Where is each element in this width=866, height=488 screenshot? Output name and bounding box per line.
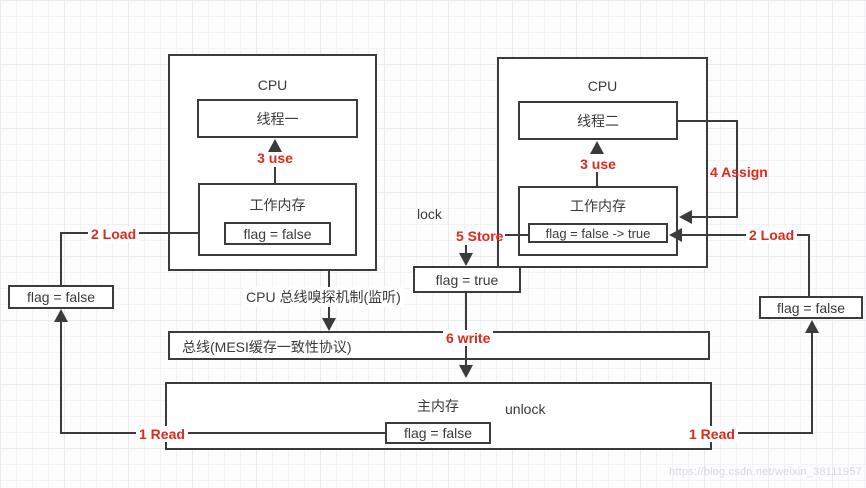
sniff-label: CPU 总线嗅探机制(监听) [243,287,404,307]
store-connector-line [465,245,467,254]
lock-label: lock [417,206,442,222]
write-arrow-icon [459,365,473,378]
cpu1-title: CPU [257,77,288,93]
sniff-arrow-icon [322,318,336,331]
wm1-box [198,183,357,256]
write-label: 6 write [443,330,494,346]
use2-arrow-icon [590,141,604,154]
assign-connector-line [692,216,738,218]
load-right-arrow-icon [669,228,682,242]
use2-connector-line [596,172,598,186]
use1-arrow-icon [268,139,282,152]
read-left-label: 1 Read [136,426,188,442]
assign-arrow-icon [679,210,692,224]
bus-title: 总线(MESI缓存一致性协议) [182,339,352,355]
use1-connector-line [274,167,276,183]
wm2-title: 工作内存 [570,198,626,214]
write-connector-line [465,292,467,365]
use1-label: 3 use [257,150,293,166]
flag-true-box: flag = true [413,266,521,293]
store-label: 5 Store [456,228,504,244]
store-connector-line [505,234,528,236]
left-staging-flag-box: flag = false [8,285,114,309]
read-left-arrow-icon [54,309,68,322]
cpu2-title: CPU [587,78,618,94]
wm1-title: 工作内存 [249,197,306,213]
use2-label: 3 use [580,156,616,172]
read-right-label: 1 Read [686,426,738,442]
read-left-connector-line [60,321,62,434]
main-memory-title: 主内存 [417,398,459,414]
store-arrow-icon [459,253,473,266]
read-right-connector-line [711,432,813,434]
thread2-box: 线程二 [518,101,678,140]
right-staging-flag-box: flag = false [759,296,863,319]
load-left-label: 2 Load [88,226,140,242]
assign-connector-line [736,120,738,218]
wm1-flag-box: flag = false [224,222,331,245]
watermark: https://blog.csdn.net/weixin_38111957 [669,466,862,478]
assign-label: 4 Assign [710,164,768,180]
unlock-label: unlock [505,401,546,417]
load-right-connector-line [808,234,810,296]
load-right-connector-line [672,234,810,236]
load-right-label: 2 Load [746,227,798,243]
bus-box [168,331,710,360]
read-left-connector-line [60,432,386,434]
assign-connector-line [677,120,738,122]
read-right-connector-line [811,331,813,434]
thread1-box: 线程一 [197,99,358,138]
main-memory-flag-box: flag = false [385,422,491,444]
load-left-connector-line [60,232,62,285]
wm2-flag-box: flag = false -> true [528,223,668,243]
wm2-box [518,186,678,256]
read-right-arrow-icon [805,320,819,333]
